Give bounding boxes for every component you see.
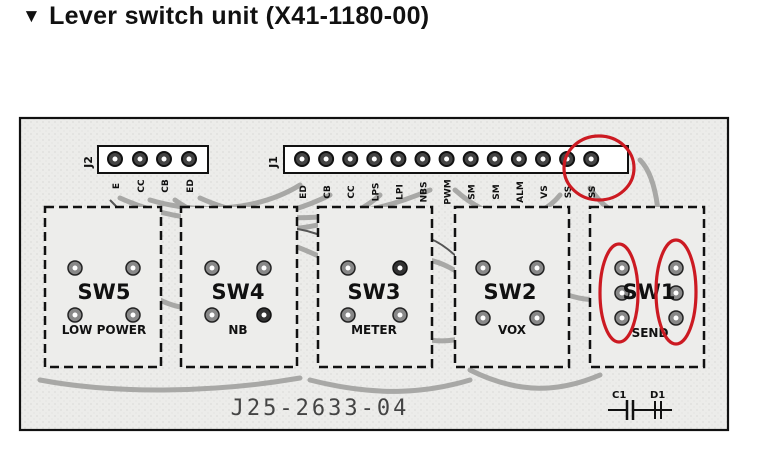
switch-name: SW2: [484, 280, 537, 304]
j1-pin-label: SS: [588, 186, 598, 199]
j1-pin-label: CC: [347, 185, 357, 199]
switch-name: SW1: [623, 280, 676, 304]
j2-pin-label: CC: [137, 179, 147, 193]
j1-pin-label: SS: [564, 186, 574, 199]
switch-function-label: VOX: [498, 323, 527, 337]
capacitor-c1: C1: [608, 390, 648, 420]
j1-pad-hole: [444, 156, 450, 162]
switch-sw2: SW2 VOX: [453, 205, 571, 369]
j1-pad-hole: [395, 156, 401, 162]
j1-pad-hole: [588, 156, 594, 162]
j1-pad-hole: [323, 156, 329, 162]
j1-pad-hole: [299, 156, 305, 162]
j1-pad-hole: [347, 156, 353, 162]
j1-pin-label: PWM: [444, 179, 454, 205]
title-text: Lever switch unit (X41-1180-00): [49, 2, 430, 30]
j2-pin-label: E: [112, 183, 122, 189]
switch-sw5: SW5 LOW POWER: [43, 205, 163, 369]
j1-pads: [294, 151, 600, 167]
switch-function-label: METER: [351, 323, 397, 337]
highlight-ellipse-ss-pins: [562, 134, 636, 202]
j1-pad-hole: [492, 156, 498, 162]
j1-pin-label: SM: [468, 184, 478, 199]
switch-function-label: LOW POWER: [62, 323, 147, 337]
switch-name: SW4: [212, 280, 265, 304]
highlight-annotations: [562, 134, 698, 346]
j1-pin-label: ED: [299, 185, 309, 199]
switch-name: SW3: [348, 280, 401, 304]
capacitor-label: C1: [612, 390, 626, 401]
board-part-number: J25-2633-04: [231, 396, 410, 421]
diode-d1: D1: [648, 390, 672, 419]
j1-pin-label: LPI: [395, 184, 405, 200]
j1-pin-label: CB: [323, 185, 333, 199]
connector-j1: [283, 145, 629, 174]
j1-pad-hole: [540, 156, 546, 162]
triangle-marker: ▼: [22, 6, 42, 27]
j2-pin-label: ED: [186, 179, 196, 193]
j1-pin-label: SM: [492, 184, 502, 199]
j1-pin-label: ALM: [516, 181, 526, 203]
connector-j1-label: J1: [267, 156, 280, 169]
j1-pad-hole: [516, 156, 522, 162]
j2-pin-labels: E CC CB ED: [112, 179, 196, 193]
switch-name: SW5: [78, 280, 131, 304]
switch-sw3: SW3 METER: [316, 205, 434, 369]
connector-j2-label: J2: [82, 156, 95, 169]
highlight-ellipse-sw1-left: [598, 242, 640, 344]
j2-pin-label: CB: [161, 179, 171, 193]
highlight-ellipse-sw1-right: [654, 238, 698, 346]
j1-pad-hole: [468, 156, 474, 162]
j1-pin-label: NBS: [420, 182, 430, 203]
j1-pin-label: VS: [540, 185, 550, 198]
page-title: ▼ Lever switch unit (X41-1180-00): [22, 2, 429, 31]
switch-function-label: SEND: [632, 326, 669, 340]
j1-pad-hole: [420, 156, 425, 162]
switch-sw4: SW4 NB: [179, 205, 299, 369]
diode-label: D1: [650, 390, 665, 401]
j2-pads: [107, 151, 197, 167]
j1-pin-label: LPS: [371, 183, 381, 202]
j1-pin-labels: ED CB CC LPS LPI NBS PWM SM SM ALM VS SS SS: [299, 179, 598, 205]
switch-sw1: SW1 SEND: [588, 205, 706, 369]
j1-pad-hole: [371, 156, 377, 162]
switch-function-label: NB: [228, 323, 247, 337]
